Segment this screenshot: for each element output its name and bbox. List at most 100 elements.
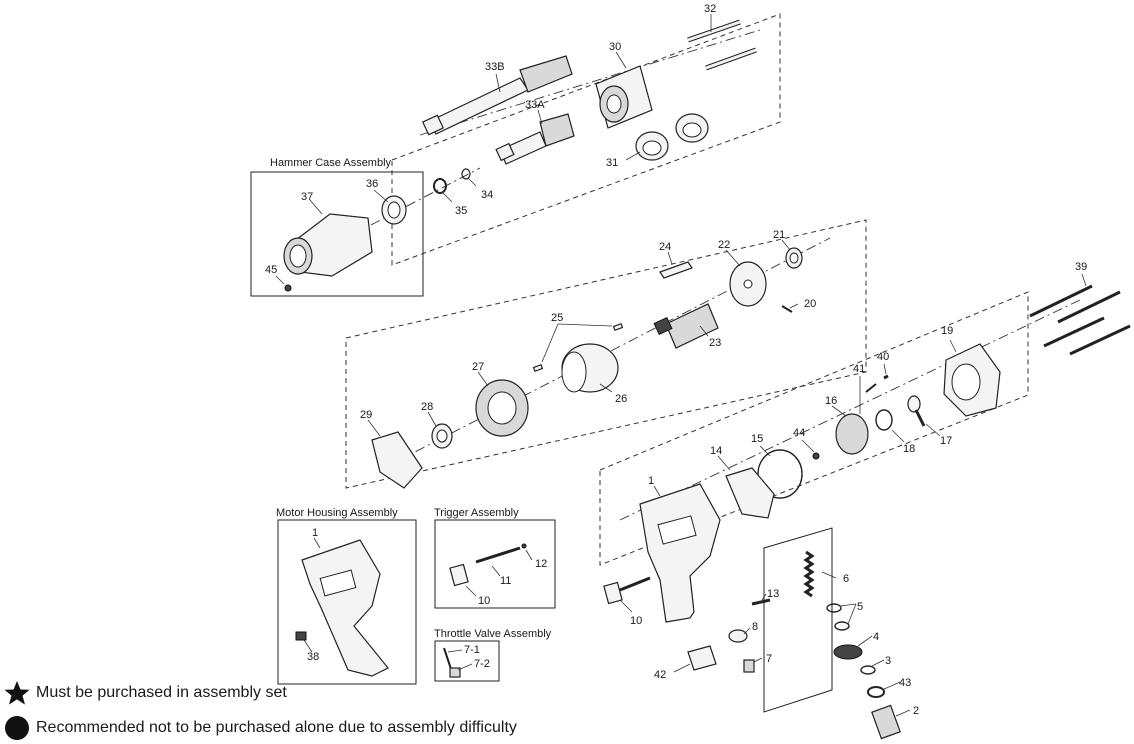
valve-7[interactable]	[743, 659, 755, 673]
block-42[interactable]	[687, 645, 717, 671]
label-18: 18	[903, 443, 915, 455]
pin-32[interactable]	[687, 19, 757, 71]
bearing-28[interactable]	[431, 423, 453, 449]
o-ring-3[interactable]	[860, 665, 876, 675]
front-plate-27[interactable]	[475, 379, 529, 437]
label-14: 14	[710, 445, 722, 457]
star-icon	[4, 681, 30, 705]
bushing-36[interactable]	[381, 195, 407, 225]
trigger-10-set[interactable]	[449, 563, 469, 587]
gasket-29[interactable]	[371, 431, 423, 489]
trigger-assembly-title: Trigger Assembly	[434, 507, 519, 519]
inlet-2[interactable]	[871, 704, 901, 740]
o-rings-5[interactable]	[826, 603, 842, 613]
o-ring-18[interactable]	[875, 409, 893, 431]
label-16: 16	[825, 395, 837, 407]
label-10-main: 10	[630, 615, 642, 627]
washer-34[interactable]	[461, 168, 471, 180]
label-6: 6	[843, 573, 849, 585]
label-36: 36	[366, 178, 378, 190]
motor-housing-1[interactable]	[639, 483, 721, 623]
vane-24[interactable]	[659, 261, 693, 279]
pin-13[interactable]	[751, 598, 771, 606]
label-43: 43	[899, 677, 911, 689]
pin-41[interactable]	[865, 383, 877, 393]
o-ring-35[interactable]	[433, 178, 447, 194]
lever-17[interactable]	[907, 395, 926, 427]
label-4: 4	[873, 631, 879, 643]
label-10-set: 10	[478, 595, 490, 607]
screw-45[interactable]	[284, 284, 292, 292]
rear-plate-22[interactable]	[729, 261, 767, 307]
washer-4[interactable]	[833, 644, 863, 660]
label-3: 3	[885, 655, 891, 667]
legend-circle-row: Recommended not to be purchased alone du…	[4, 715, 517, 741]
stem-11[interactable]	[475, 546, 521, 564]
spring-6[interactable]	[803, 550, 815, 598]
gasket-14[interactable]	[725, 467, 775, 519]
label-34: 34	[481, 189, 493, 201]
label-32: 32	[704, 3, 716, 15]
o-rings-5b[interactable]	[834, 621, 850, 631]
label-45: 45	[265, 264, 277, 276]
label-15: 15	[751, 433, 763, 445]
label-7: 7	[766, 653, 772, 665]
label-24: 24	[659, 241, 671, 253]
label-26: 26	[615, 393, 627, 405]
pin-12[interactable]	[521, 543, 527, 549]
label-8: 8	[752, 621, 758, 633]
gasket-15[interactable]	[757, 449, 803, 499]
throttle-valve-assembly-box	[434, 640, 500, 682]
label-25: 25	[551, 312, 563, 324]
screw-44[interactable]	[812, 452, 820, 460]
motor-housing-1-set[interactable]	[301, 539, 389, 677]
label-37: 37	[301, 191, 313, 203]
label-2: 2	[913, 705, 919, 717]
label-1-set: 1	[312, 527, 318, 539]
label-44: 44	[793, 427, 805, 439]
label-38: 38	[307, 651, 319, 663]
motor-housing-assembly-box	[277, 519, 417, 685]
throttle-region-outline	[763, 527, 833, 713]
motor-region-outline	[345, 219, 867, 489]
label-17: 17	[940, 435, 952, 447]
label-33b: 33B	[485, 61, 505, 73]
label-23: 23	[709, 337, 721, 349]
label-7-2: 7-2	[474, 658, 490, 670]
label-28: 28	[421, 401, 433, 413]
label-19: 19	[941, 325, 953, 337]
rotor-23[interactable]	[653, 303, 719, 349]
pin-40[interactable]	[883, 374, 889, 380]
reverse-valve-16[interactable]	[835, 413, 869, 455]
pins-25[interactable]	[532, 322, 624, 373]
legend-circle-text: Recommended not to be purchased alone du…	[36, 719, 517, 736]
hammer-cage-30[interactable]	[595, 65, 653, 129]
cylinder-26[interactable]	[561, 343, 619, 393]
washer-8[interactable]	[728, 629, 748, 643]
label-7-1: 7-1	[464, 644, 480, 656]
anvil-33b[interactable]	[421, 55, 573, 136]
label-39: 39	[1075, 261, 1087, 273]
hammers-31[interactable]	[635, 113, 709, 161]
label-13: 13	[767, 588, 779, 600]
plug-38[interactable]	[295, 631, 307, 641]
valve-7-2[interactable]	[449, 667, 461, 678]
o-ring-43[interactable]	[867, 686, 885, 698]
label-41: 41	[853, 363, 865, 375]
housing-region-outline	[599, 291, 1029, 566]
legend-star-text: Must be purchased in assembly set	[36, 684, 287, 701]
anvil-33a[interactable]	[495, 113, 575, 165]
pin-20[interactable]	[781, 305, 793, 313]
anvil-region-outline	[391, 13, 781, 266]
label-30: 30	[609, 41, 621, 53]
bolts-39[interactable]	[1029, 284, 1131, 356]
label-40: 40	[877, 351, 889, 363]
bearing-21[interactable]	[785, 247, 803, 269]
hammer-case-37[interactable]	[283, 213, 373, 277]
label-33a: 33A	[525, 99, 545, 111]
throttle-valve-assembly-title: Throttle Valve Assembly	[434, 628, 552, 640]
rear-cover-19[interactable]	[943, 343, 1001, 417]
trigger-10[interactable]	[603, 576, 651, 605]
label-29: 29	[360, 409, 372, 421]
hammer-case-assembly-box	[250, 171, 424, 297]
